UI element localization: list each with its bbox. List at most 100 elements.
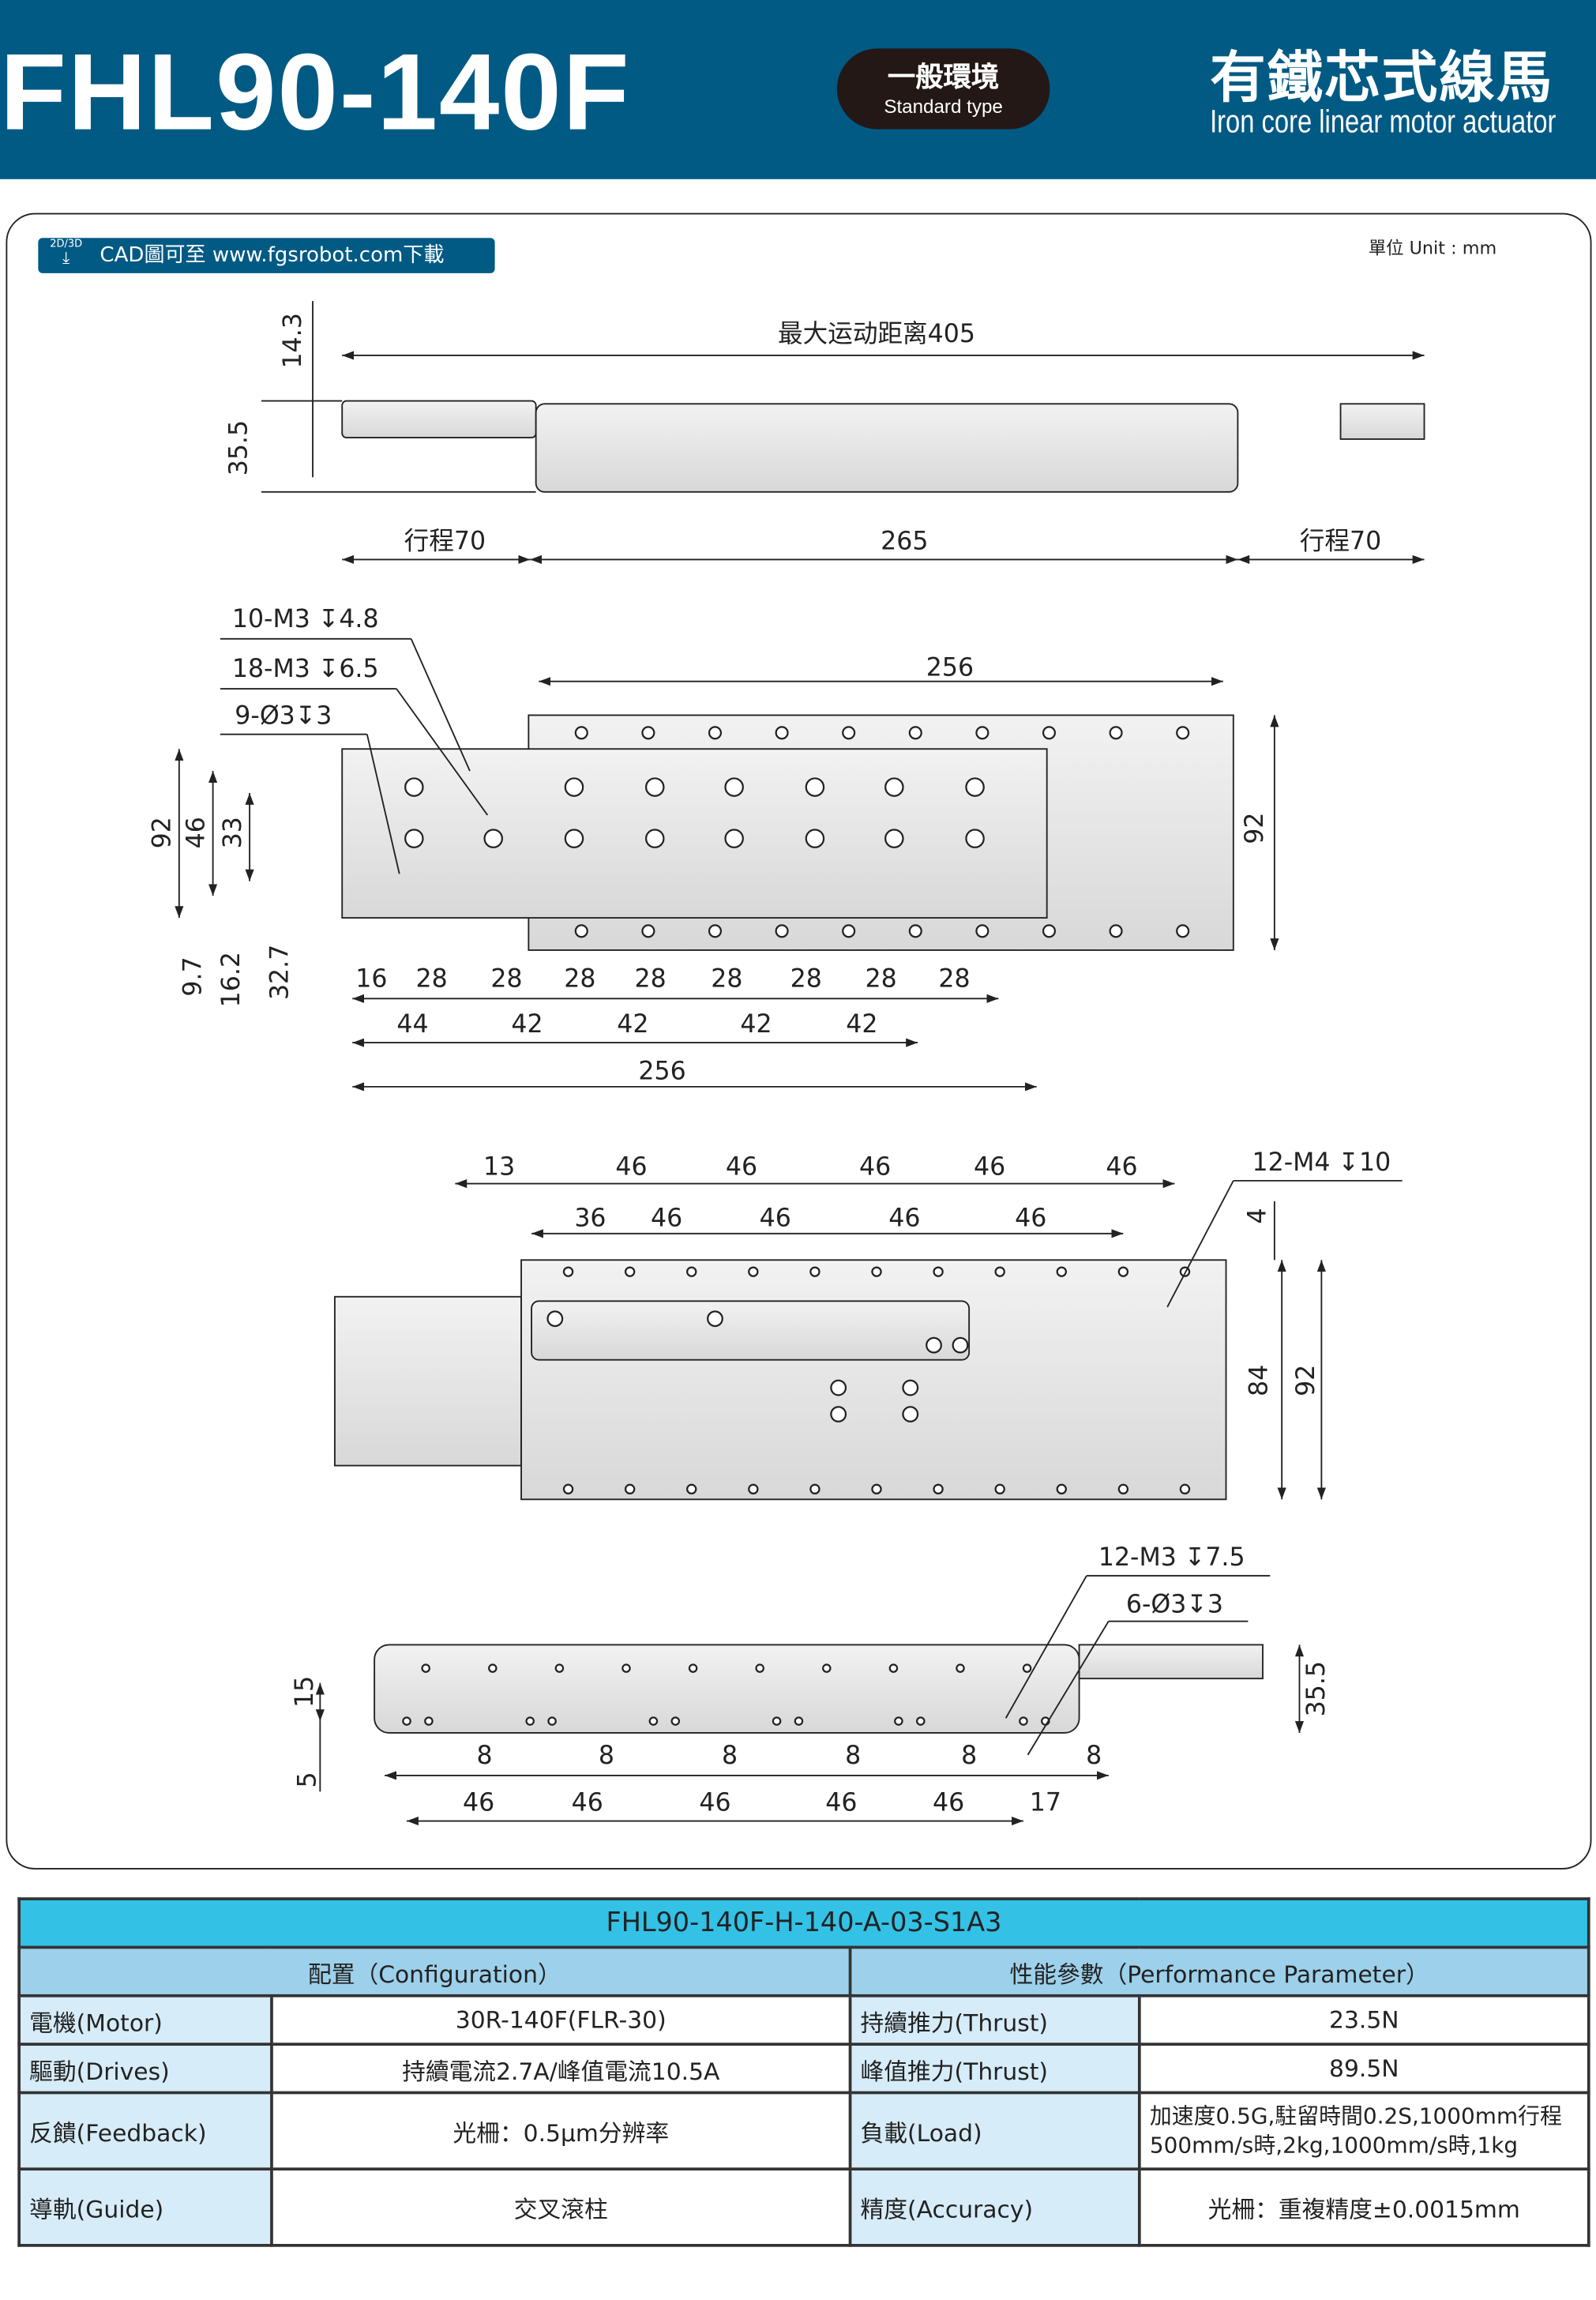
hole — [952, 1336, 969, 1354]
hole — [842, 726, 856, 740]
drawing-geometry — [333, 400, 1425, 1734]
mounting-holes — [402, 726, 1191, 1726]
hole — [708, 726, 723, 740]
hole — [546, 1310, 564, 1328]
dimension-label: 46 — [825, 1789, 857, 1817]
cad-badge: 2D/3D — [50, 238, 83, 250]
dimension-label: 8 — [599, 1742, 614, 1770]
hole — [871, 1266, 882, 1277]
leader-line — [1027, 1621, 1110, 1756]
dimension-label: 42 — [846, 1010, 877, 1039]
dimension-label: 35.5 — [1302, 1661, 1331, 1716]
dimension-label: 13 — [483, 1152, 515, 1181]
hole — [488, 1663, 498, 1673]
hole — [805, 777, 825, 797]
dimension-label: 9.7 — [179, 956, 208, 996]
hole — [1176, 924, 1190, 938]
hole — [748, 1266, 759, 1277]
bottom-cover — [531, 1300, 971, 1361]
dimension-label: 6-Ø3↧3 — [1126, 1591, 1223, 1619]
dimension-label: 42 — [740, 1010, 772, 1039]
product-type-en: Iron core linear motor actuator — [1210, 103, 1557, 140]
hole — [902, 1406, 919, 1422]
dimension-label: 9-Ø3↧3 — [235, 702, 332, 731]
hole — [916, 1716, 926, 1726]
perf-value: 89.5N — [1137, 2043, 1590, 2095]
environment-en: Standard type — [884, 95, 1003, 118]
hole — [809, 1266, 821, 1277]
hole — [1019, 1716, 1028, 1726]
dimension-label: 12-M3 ↧7.5 — [1098, 1543, 1245, 1572]
front-body — [374, 1644, 1080, 1734]
model-title: FHL90-140F — [0, 31, 631, 153]
hole — [871, 1483, 882, 1495]
hole — [1117, 1266, 1129, 1277]
table-row: 驅動(Drives) 持續電流2.7A/峰值電流10.5A 峰值推力(Thrus… — [17, 2043, 1590, 2095]
dimension-label: 12-M4 ↧10 — [1252, 1148, 1391, 1177]
perf-label: 負載(Load) — [848, 2091, 1141, 2171]
dimension-label: 28 — [938, 964, 970, 993]
unit-label: 單位 Unit : mm — [1368, 238, 1497, 259]
performance-header: 性能參數（Performance Parameter） — [848, 1945, 1590, 1997]
cad-download-link[interactable]: 2D/3D⤓ CAD圖可至 www.fgsrobot.com下載 — [38, 238, 495, 273]
dimension-label: 46 — [859, 1152, 891, 1181]
top-carriage — [341, 748, 1048, 919]
hole — [708, 924, 723, 938]
hole — [424, 1716, 434, 1726]
hole — [1042, 726, 1057, 740]
hole — [404, 829, 424, 848]
environment-zh: 一般環境 — [887, 62, 1000, 94]
hole — [624, 1266, 636, 1277]
config-header: 配置（Configuration） — [17, 1945, 852, 1997]
dimension-label: 256 — [926, 653, 974, 682]
product-type-zh: 有鐵芯式線馬 — [1210, 45, 1554, 111]
cad-download-text: CAD圖可至 www.fgsrobot.com下載 — [100, 243, 445, 268]
dimension-label: 46 — [888, 1204, 920, 1233]
table-row: 反饋(Feedback) 光柵：0.5μm分辨率 負載(Load) 加速度0.5… — [17, 2091, 1590, 2171]
perf-label: 持續推力(Thrust) — [848, 1994, 1141, 2046]
hole — [805, 829, 825, 848]
dimension-label: 4 — [1244, 1208, 1272, 1223]
dimension-label: 46 — [572, 1789, 603, 1817]
hole — [1176, 726, 1190, 740]
hole — [902, 1379, 919, 1396]
config-value: 持續電流2.7A/峰值電流10.5A — [270, 2043, 852, 2095]
hole — [1056, 1266, 1067, 1277]
drawing-frame — [6, 212, 1592, 1870]
hole — [975, 924, 990, 938]
config-label: 驅動(Drives) — [17, 2043, 273, 2095]
config-label: 導軌(Guide) — [17, 2167, 273, 2247]
download-icon: 2D/3D⤓ — [50, 238, 83, 268]
hole — [888, 1663, 899, 1673]
dimension-label: 14.3 — [279, 313, 307, 368]
config-label: 電機(Motor) — [17, 1994, 273, 2046]
dimension-lines — [175, 301, 1425, 1826]
dimension-label: 28 — [635, 964, 667, 993]
hole — [686, 1483, 697, 1495]
hole — [772, 1716, 782, 1726]
dimension-label: 10-M3 ↧4.8 — [232, 605, 379, 633]
dimension-label: 36 — [574, 1204, 606, 1233]
perf-value: 23.5N — [1137, 1994, 1590, 2046]
spec-table: FHL90-140F-H-140-A-03-S1A3 配置（Configurat… — [17, 1897, 1590, 2247]
hole — [830, 1379, 847, 1396]
hole — [956, 1663, 965, 1673]
perf-value: 加速度0.5G,駐留時間0.2S,1000mm行程 500mm/s時,2kg,1… — [1137, 2091, 1590, 2171]
hole — [1022, 1663, 1032, 1673]
perf-value: 光柵：重複精度±0.0015mm — [1137, 2167, 1590, 2247]
front-rail — [1078, 1644, 1264, 1680]
hole — [574, 924, 588, 938]
side-rail-right — [1339, 403, 1425, 440]
dimension-label: 行程70 — [404, 527, 486, 555]
dimension-label: 84 — [1245, 1365, 1274, 1396]
dimension-label: 46 — [1106, 1152, 1137, 1181]
hole — [670, 1716, 681, 1726]
hole — [404, 777, 424, 797]
dimension-label: 28 — [865, 964, 896, 993]
leader-line — [1005, 1575, 1087, 1719]
dimension-label: 46 — [699, 1789, 730, 1817]
dimension-label: 46 — [933, 1789, 964, 1817]
hole — [648, 1716, 659, 1726]
hole — [564, 829, 584, 848]
